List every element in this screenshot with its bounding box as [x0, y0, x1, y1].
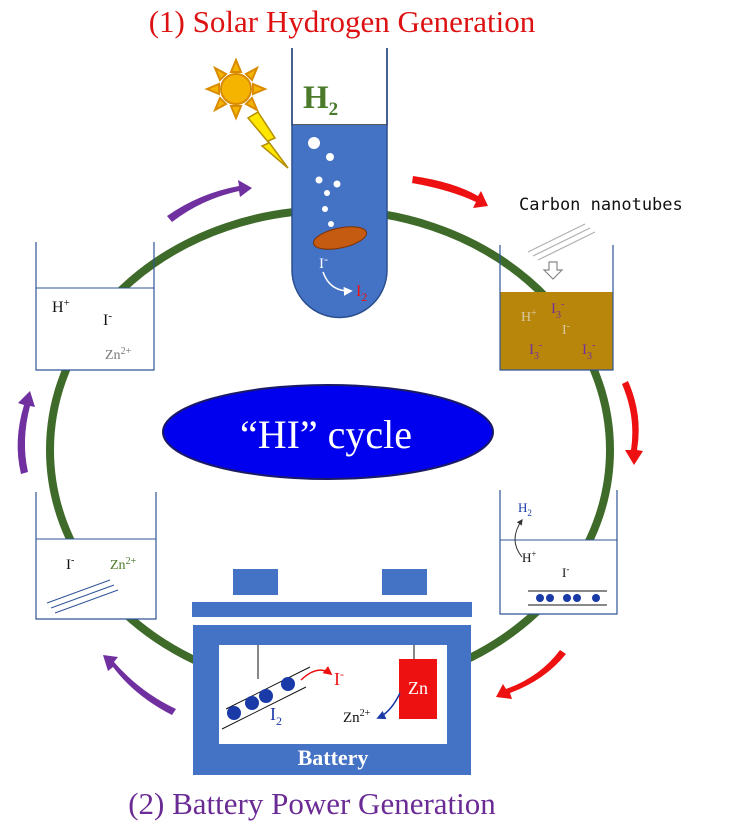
- tr-ion-h: H+: [521, 308, 537, 325]
- ml-ion-i: I-: [66, 555, 74, 573]
- battery-iodine: I2: [270, 704, 282, 728]
- arrow-red-right: [622, 381, 643, 465]
- battery-zn-arrow: [376, 692, 401, 720]
- tr-ion-i3-a: I3-: [551, 299, 564, 321]
- beaker-top-left: [35, 242, 155, 371]
- carbon-nanotubes-label: Carbon nanotubes: [519, 195, 683, 215]
- arrow-red-top: [412, 176, 488, 208]
- mr-electrode: [528, 590, 607, 606]
- battery-iodide-arrow: [300, 666, 333, 681]
- arrow-purple-bottom-left: [103, 655, 176, 715]
- cycle-ellipse: [162, 384, 494, 480]
- tr-ion-i3-b: I3-: [529, 340, 542, 362]
- arrow-purple-top: [167, 180, 252, 222]
- gas-bubbles: [308, 137, 341, 227]
- diagram-title: (1) Solar Hydrogen Generation: [149, 4, 536, 39]
- arrow-red-bottom-right: [496, 650, 566, 699]
- tube-ion-iodine: I2: [356, 283, 367, 304]
- tr-ion-i: I-: [562, 321, 570, 338]
- beaker-top-right: [499, 245, 614, 371]
- tr-ion-i3-c: I3-: [582, 340, 595, 362]
- ml-ion-zn: Zn2+: [110, 556, 137, 573]
- tube-ion-iodide: I-: [319, 252, 328, 272]
- arrow-purple-left: [17, 391, 35, 474]
- ml-nanotubes-icon: [46, 579, 119, 614]
- tube-ion-arrow: [322, 271, 353, 296]
- mr-ion-i: I-: [562, 564, 569, 580]
- tl-ion-h: H+: [52, 297, 70, 316]
- battery-label: Battery: [298, 745, 369, 770]
- mr-ion-h: H+: [522, 549, 536, 565]
- sun-icon: [204, 57, 268, 121]
- carbon-nanotubes-icon: [527, 223, 596, 261]
- tl-ion-zn: Zn2+: [105, 346, 132, 363]
- lightning-icon: [246, 110, 289, 169]
- mr-gas-h2: H2: [518, 500, 532, 518]
- battery: [192, 569, 472, 775]
- battery-zn-ion: Zn2+: [343, 708, 371, 726]
- battery-zn-label: Zn: [408, 678, 428, 698]
- h2-gas-label: H2: [303, 80, 338, 120]
- test-tube: [291, 48, 388, 319]
- tl-ion-i: I-: [103, 310, 112, 329]
- photocatalyst-plate: [313, 226, 367, 250]
- battery-ion-iodide: I-: [334, 667, 344, 689]
- drop-arrow-icon: [542, 261, 564, 280]
- cycle-label: “HI” cycle: [240, 412, 412, 457]
- mr-gas-arrow: [514, 519, 523, 558]
- diagram-footer: (2) Battery Power Generation: [128, 786, 496, 821]
